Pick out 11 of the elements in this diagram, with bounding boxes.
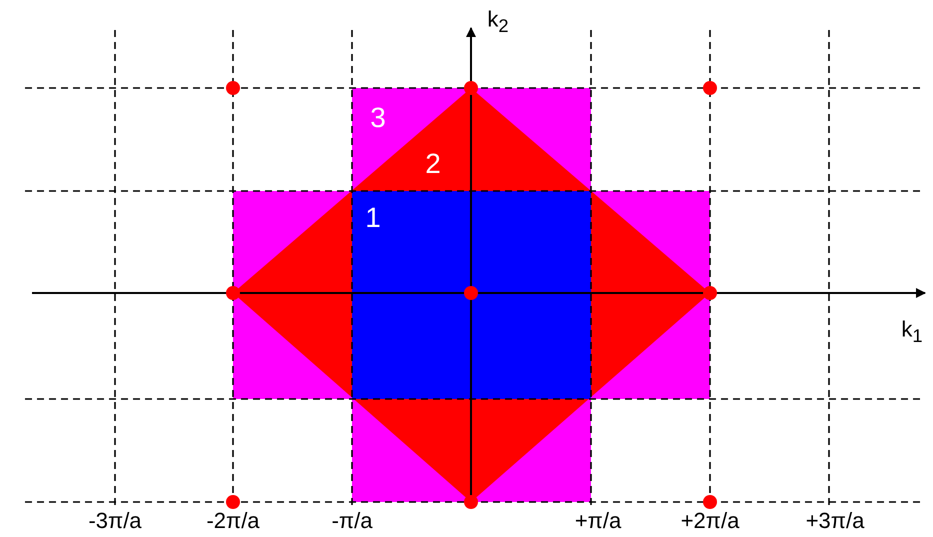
tick-label: -π/a bbox=[332, 510, 372, 532]
axis-label: k$_{2}$ bbox=[487, 8, 509, 36]
zone-number: 2 bbox=[425, 150, 441, 178]
zone-number: 1 bbox=[365, 204, 381, 232]
tick-label: +2π/a bbox=[680, 510, 740, 532]
tick-label: -2π/a bbox=[206, 510, 260, 532]
tick-label: -3π/a bbox=[88, 510, 142, 532]
zone-number: 3 bbox=[370, 104, 386, 132]
tick-label: +π/a bbox=[574, 510, 622, 532]
tick-label: +3π/a bbox=[806, 510, 864, 532]
axis-label: k$_{1}$ bbox=[901, 318, 923, 346]
